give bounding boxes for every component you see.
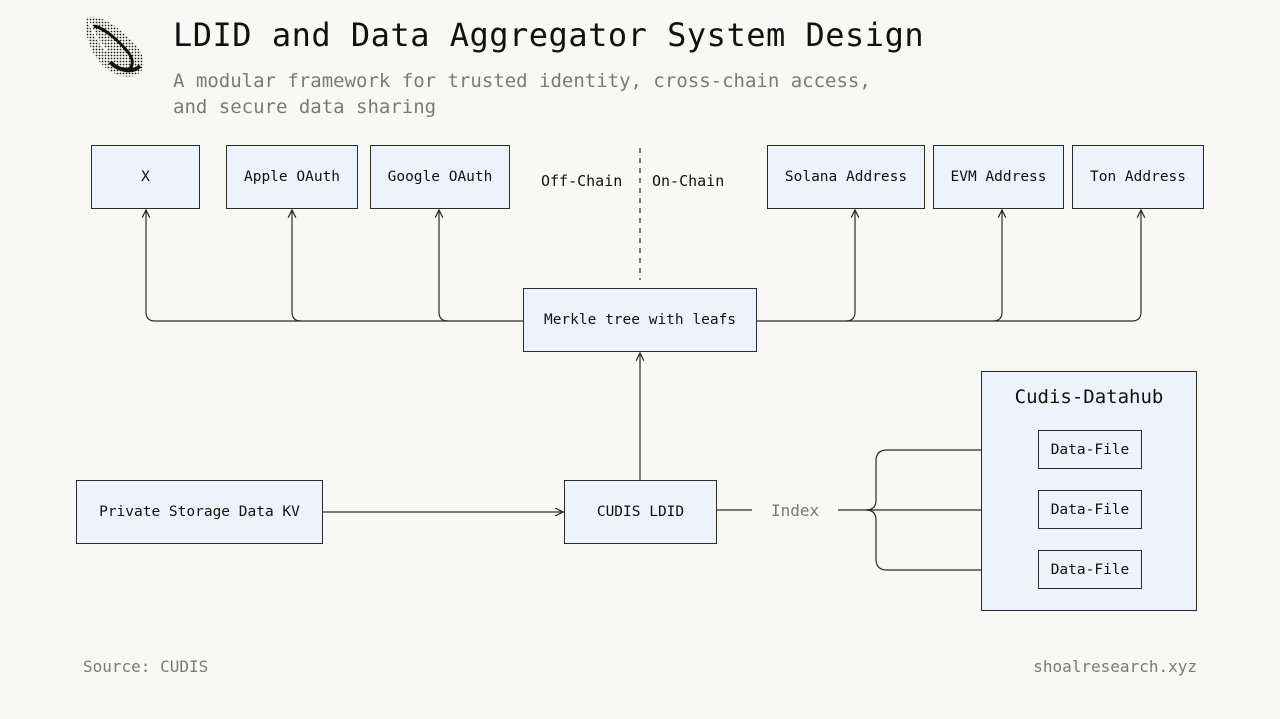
edge-to-datafile-1 xyxy=(865,450,1036,511)
page-subtitle: A modular framework for trusted identity… xyxy=(173,70,871,118)
node-google-oauth: Google OAuth xyxy=(370,145,510,209)
edge-to-x xyxy=(146,210,156,322)
node-cudis-ldid: CUDIS LDID xyxy=(564,480,717,544)
site-credit: shoalresearch.xyz xyxy=(1033,657,1197,676)
edge-to-evm xyxy=(992,210,1002,322)
on-chain-label: On-Chain xyxy=(652,172,725,190)
edge-to-solana xyxy=(845,210,855,322)
edge-to-ton xyxy=(1131,210,1141,322)
node-apple-oauth: Apple OAuth xyxy=(226,145,358,209)
node-private-storage: Private Storage Data KV xyxy=(76,480,323,544)
seashell-icon xyxy=(85,16,144,77)
data-file-1: Data-File xyxy=(1038,430,1142,469)
datahub-title: Cudis-Datahub xyxy=(1014,386,1164,408)
source-credit: Source: CUDIS xyxy=(83,657,209,676)
edge-to-datafile-3 xyxy=(865,509,1036,570)
page-title: LDID and Data Aggregator System Design xyxy=(173,16,925,54)
edge-to-google xyxy=(439,210,449,322)
data-file-3: Data-File xyxy=(1038,550,1142,589)
node-merkle-tree: Merkle tree with leafs xyxy=(523,288,757,352)
data-file-2: Data-File xyxy=(1038,490,1142,529)
node-ton-address: Ton Address xyxy=(1072,145,1204,209)
off-chain-label: Off-Chain xyxy=(541,172,623,190)
node-solana-address: Solana Address xyxy=(767,145,925,209)
node-x: X xyxy=(91,145,200,209)
edge-to-apple xyxy=(292,210,302,322)
node-evm-address: EVM Address xyxy=(933,145,1064,209)
index-label: Index xyxy=(771,501,820,520)
